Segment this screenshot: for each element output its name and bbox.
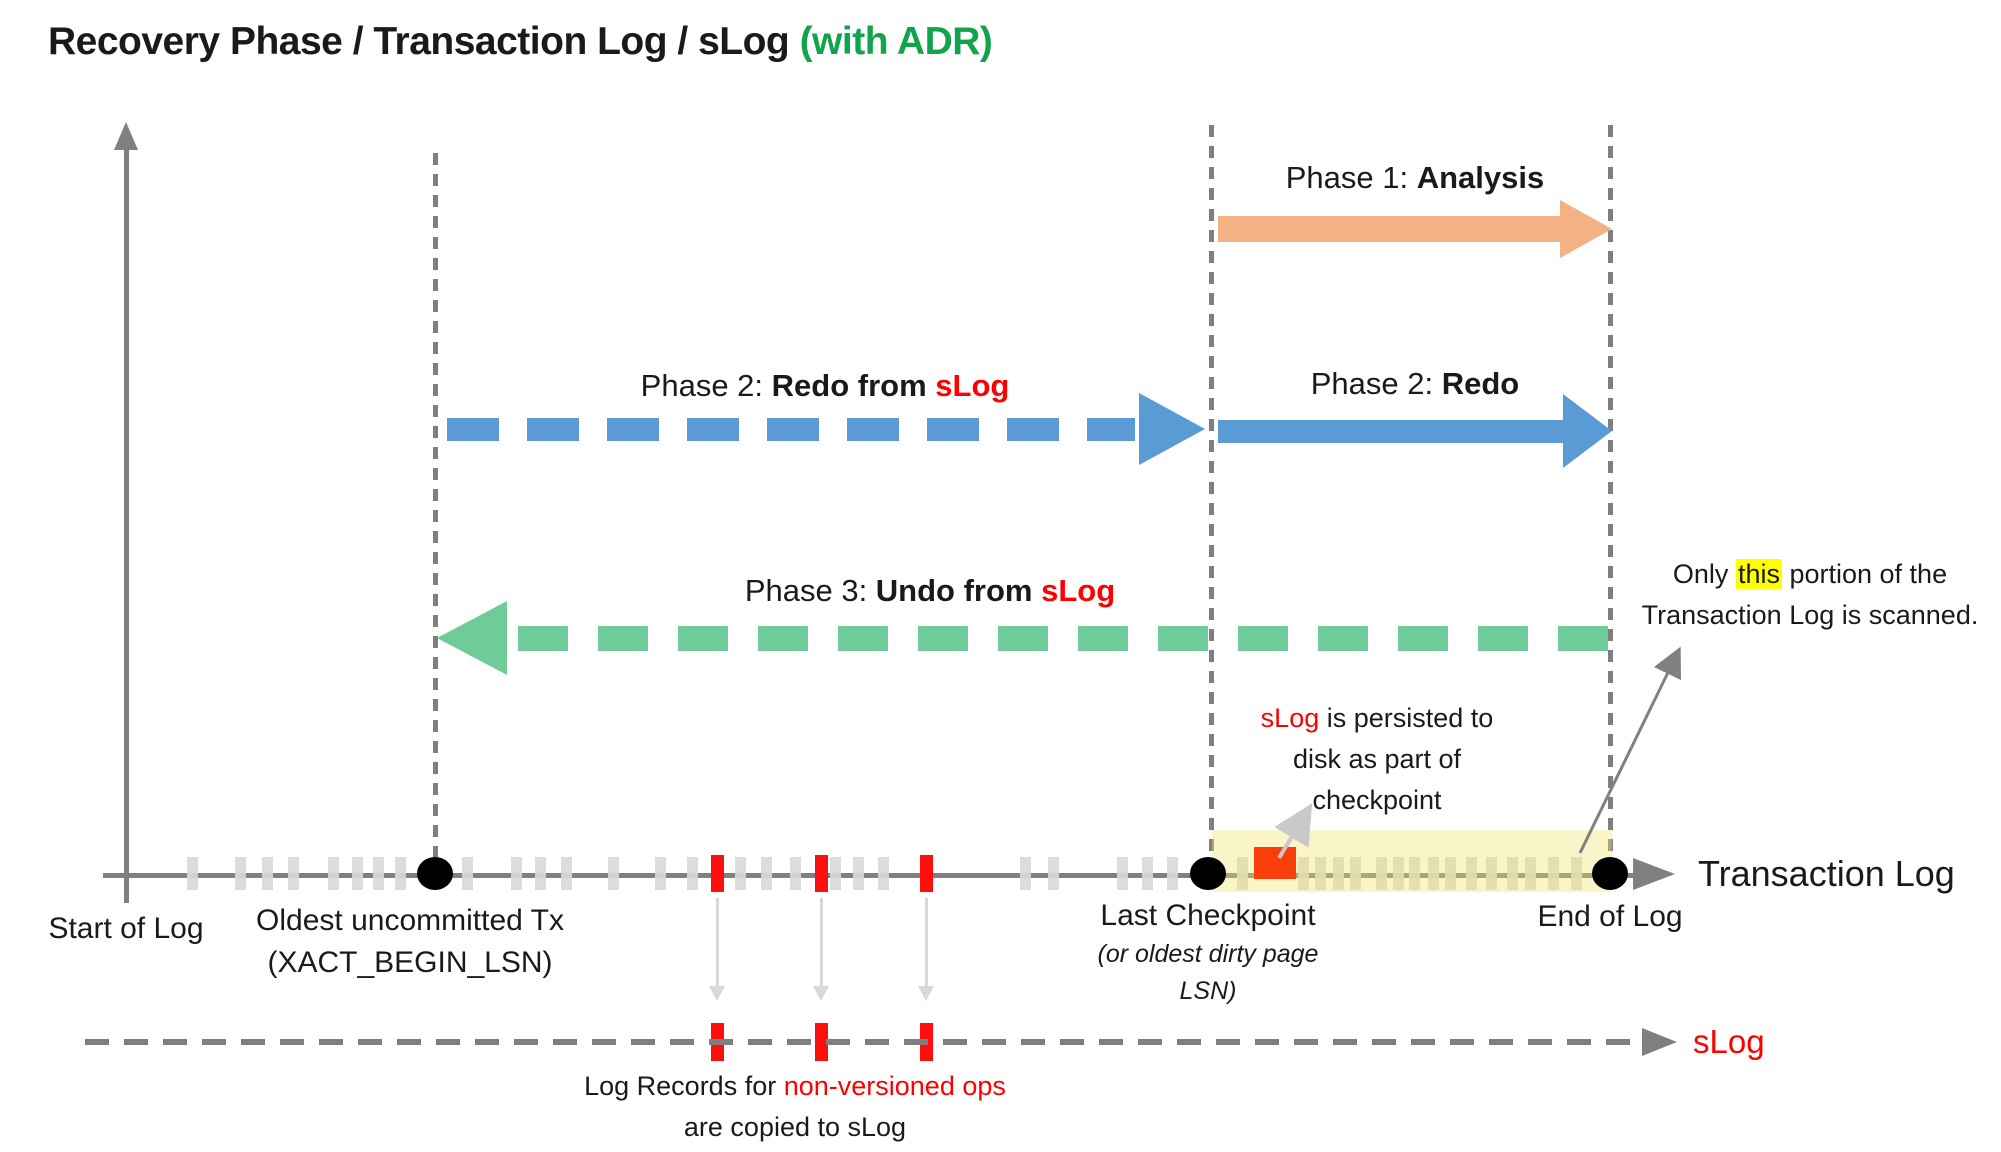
y-axis-arrowhead-icon — [114, 122, 138, 150]
y-axis-line — [124, 148, 129, 903]
log-tick — [1570, 857, 1582, 890]
log-tick — [760, 857, 772, 890]
log-tick — [1047, 857, 1059, 890]
copy-annotation: Log Records for non-versioned ops are co… — [584, 1071, 1006, 1142]
timeline-marker-dot — [1592, 857, 1628, 890]
phase2-slog-label: Phase 2: Redo from sLog — [640, 368, 1010, 403]
log-tick — [560, 857, 572, 890]
copy-to-slog-arrow — [709, 898, 725, 1001]
redo-from-slog-arrowhead-icon — [1139, 393, 1205, 465]
log-tick — [1485, 857, 1497, 890]
copy-to-slog-arrow — [918, 898, 934, 1001]
log-tick — [1427, 857, 1439, 890]
log-tick — [1019, 857, 1031, 890]
timeline-marker-dot — [1190, 857, 1226, 890]
persist-annotation: sLog is persisted to disk as part of che… — [1260, 703, 1494, 815]
log-tick — [234, 857, 246, 890]
last-checkpoint-label: Last Checkpoint (or oldest dirty page LS… — [1097, 899, 1319, 1005]
scan-annotation: Only this portion of the Transaction Log… — [1641, 559, 1979, 630]
log-tick — [1547, 857, 1559, 890]
log-tick — [1375, 857, 1387, 890]
log-tick — [186, 857, 198, 890]
redo-arrow — [1218, 420, 1563, 443]
slog-line — [85, 1039, 1642, 1045]
phase3-label: Phase 3: Undo from sLog — [744, 573, 1116, 608]
slog-axis-label: sLog — [1693, 1023, 1765, 1060]
title-adr-suffix: (with ADR) — [789, 20, 993, 63]
log-tick — [1392, 857, 1404, 890]
oldest-uncommitted-tx-label: Oldest uncommitted Tx (XACT_BEGIN_LSN) — [256, 904, 564, 979]
undo-from-slog-arrow — [515, 626, 1608, 651]
log-tick — [1297, 857, 1309, 890]
log-tick — [1166, 857, 1178, 890]
scan-pointer-arrow — [1578, 646, 1681, 854]
log-tick — [607, 857, 619, 890]
undo-arrowhead-icon — [437, 601, 507, 675]
log-tick — [877, 857, 889, 890]
log-tick — [1141, 857, 1153, 890]
log-tick — [789, 857, 801, 890]
log-tick — [510, 857, 522, 890]
log-tick — [1444, 857, 1456, 890]
log-tick — [852, 857, 864, 890]
log-tick — [372, 857, 384, 890]
non-versioned-op-tick — [919, 855, 933, 892]
slog-persisted-marker — [1254, 847, 1296, 879]
log-tick — [351, 857, 363, 890]
checkpoint-guide-line — [1209, 125, 1214, 875]
log-tick — [1524, 857, 1536, 890]
log-tick — [327, 857, 339, 890]
log-tick — [686, 857, 698, 890]
start-of-log-label: Start of Log — [48, 912, 204, 945]
copy-to-slog-arrow — [813, 898, 829, 1001]
page-title: Recovery Phase / Transaction Log / sLog … — [48, 20, 993, 64]
log-tick — [1408, 857, 1420, 890]
end-of-log-guide-line — [1608, 125, 1613, 875]
log-tick — [1116, 857, 1128, 890]
log-tick — [1236, 857, 1248, 890]
log-tick — [1314, 857, 1326, 890]
title-main: Recovery Phase / Transaction Log / sLog — [48, 20, 790, 63]
redo-arrowhead-icon — [1563, 394, 1612, 468]
non-versioned-op-tick — [710, 855, 724, 892]
phase1-label: Phase 1: Analysis — [1285, 160, 1545, 195]
log-tick — [1465, 857, 1477, 890]
transaction-log-arrowhead-icon — [1633, 858, 1675, 890]
timeline-marker-dot — [417, 857, 453, 890]
slog-arrowhead-icon — [1642, 1028, 1677, 1056]
analysis-arrow — [1218, 216, 1562, 242]
log-tick — [261, 857, 273, 890]
end-of-log-label: End of Log — [1537, 900, 1683, 933]
analysis-arrowhead-icon — [1560, 200, 1612, 258]
phase2-label: Phase 2: Redo — [1310, 366, 1520, 401]
transaction-log-line — [103, 873, 1633, 878]
transaction-log-axis-label: Transaction Log — [1698, 853, 1955, 894]
highlighted-this: this — [1735, 559, 1782, 589]
log-tick — [461, 857, 473, 890]
log-tick — [1506, 857, 1518, 890]
oldest-tx-guide-line — [433, 153, 438, 875]
log-tick — [1349, 857, 1361, 890]
log-tick — [287, 857, 299, 890]
log-tick — [829, 857, 841, 890]
log-tick — [394, 857, 406, 890]
log-tick — [1332, 857, 1344, 890]
log-tick — [654, 857, 666, 890]
log-tick — [734, 857, 746, 890]
log-tick — [534, 857, 546, 890]
non-versioned-op-tick — [814, 855, 828, 892]
redo-from-slog-arrow — [447, 418, 1135, 441]
